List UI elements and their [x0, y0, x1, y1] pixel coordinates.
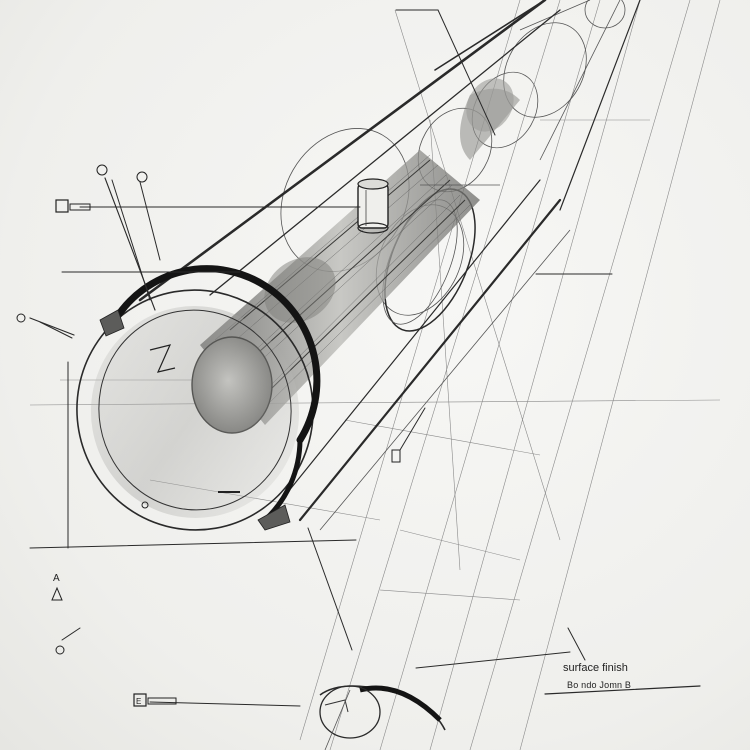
marker-letter-a: A [53, 573, 60, 584]
marker-tab [147, 697, 177, 705]
callout-markers [16, 164, 401, 707]
marker-letter-e: E [136, 697, 141, 706]
surface-finish-label: surface finish [563, 662, 628, 674]
marker-box [133, 693, 147, 707]
marker-triangle [51, 586, 63, 601]
marker-box [55, 199, 69, 213]
marker-tab [69, 203, 91, 211]
marker-box [391, 449, 401, 463]
surface-finish-sublabel: Bo ndo Jomn B [567, 680, 632, 690]
marker-circle [16, 313, 26, 323]
pipe-lower-section [319, 685, 446, 750]
marker-circle [96, 164, 108, 176]
pipe-front-end [76, 265, 321, 531]
marker-circle [136, 171, 148, 183]
pipe-main-body [138, 0, 571, 531]
marker-circle [55, 645, 65, 655]
callout-lines [29, 9, 701, 707]
pipe-fitting [357, 178, 389, 234]
